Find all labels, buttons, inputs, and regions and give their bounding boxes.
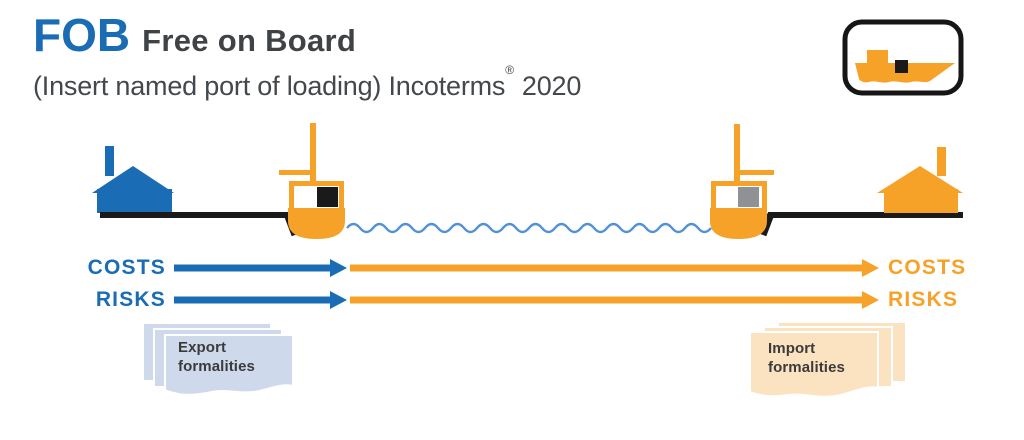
header: FOB Free on Board (Insert named port of l… xyxy=(33,8,581,102)
vessel-at-destination-port-icon xyxy=(710,124,774,239)
export-formalities-label: Export formalities xyxy=(178,338,255,376)
risks-arrow-seller-segment xyxy=(174,291,347,309)
cargo-ship-badge xyxy=(842,19,964,96)
risks-label-seller: RISKS xyxy=(95,288,166,311)
buyer-warehouse-icon xyxy=(877,147,963,213)
costs-arrow-seller-segment xyxy=(174,259,347,277)
costs-label-buyer: COSTS xyxy=(888,256,967,279)
vessel-at-port-of-loading-icon xyxy=(279,123,345,239)
import-formalities-line1: Import xyxy=(768,340,816,357)
seller-factory-icon xyxy=(92,146,174,213)
container-square-black xyxy=(317,187,338,207)
incoterm-name: Free on Board xyxy=(142,23,357,58)
registered-trademark-symbol: ® xyxy=(505,63,514,77)
crane-mast xyxy=(310,123,316,185)
costs-label-seller: COSTS xyxy=(87,256,166,279)
crane-arm xyxy=(279,170,313,175)
export-formalities-line1: Export xyxy=(178,339,227,356)
title-line: FOB Free on Board xyxy=(33,8,581,62)
sea-wave-line xyxy=(346,222,712,234)
ground-line-left xyxy=(100,212,290,218)
crane-mast xyxy=(734,124,740,185)
hull xyxy=(288,208,345,239)
subtitle: (Insert named port of loading) Incoterms… xyxy=(33,63,582,102)
hull xyxy=(710,208,767,239)
risks-label-buyer: RISKS xyxy=(888,288,959,311)
cargo-ship-icon xyxy=(855,50,955,83)
risks-arrow-buyer-segment xyxy=(350,291,879,309)
export-formalities-line2: formalities xyxy=(178,358,255,375)
import-formalities-documents xyxy=(749,321,907,398)
container-square xyxy=(895,60,908,73)
subtitle-text: (Insert named port of loading) Incoterms xyxy=(33,71,506,101)
export-formalities-documents xyxy=(142,322,294,396)
incoterm-abbreviation: FOB xyxy=(33,9,131,61)
import-formalities-line2: formalities xyxy=(768,359,845,376)
ground-line-right xyxy=(768,212,963,218)
crane-arm xyxy=(740,170,774,175)
import-formalities-label: Import formalities xyxy=(768,339,845,377)
container-square-gray xyxy=(738,187,759,207)
subtitle-year: 2020 xyxy=(521,71,582,101)
costs-arrow-buyer-segment xyxy=(350,259,879,277)
